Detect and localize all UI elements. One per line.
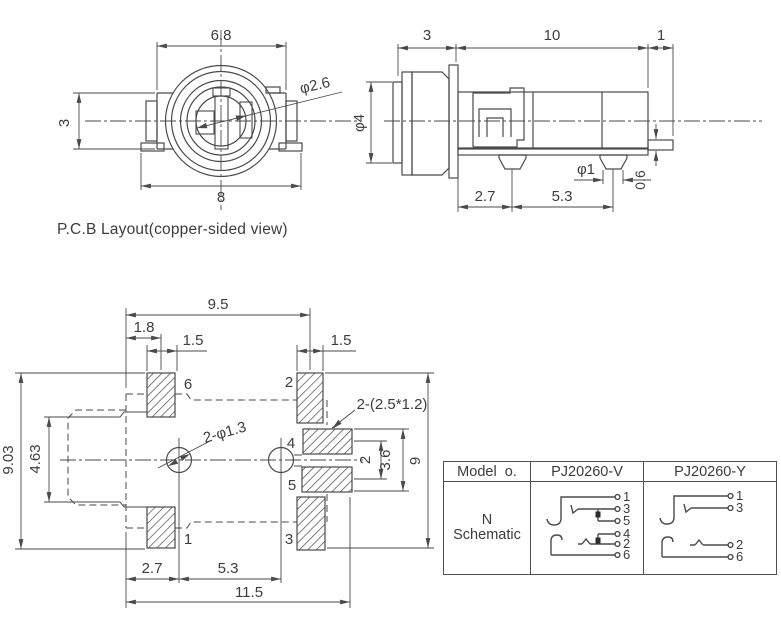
pad-label-6: 6	[184, 376, 192, 393]
pad-3	[296, 496, 326, 551]
side-leg-2	[599, 154, 628, 170]
y-pin-1: 1	[736, 488, 743, 503]
pad-label-1: 1	[184, 531, 192, 548]
side-dim-pin-spacing: 5.3	[552, 188, 573, 205]
pcb-shield-outline	[44, 411, 147, 508]
pcb-dim-left-offset: 1.8	[134, 319, 155, 336]
schematic-label-cell: N Schematic	[443, 481, 531, 575]
v-pin-5: 5	[623, 513, 630, 528]
pcb-hidden-outline	[67, 393, 328, 529]
pad-label-3: 3	[285, 531, 293, 548]
pad-label-5: 5	[288, 477, 296, 494]
side-dim-diameter: φ4	[351, 114, 368, 132]
front-view-contacts	[195, 87, 253, 150]
pad-2	[296, 372, 324, 424]
schematic-v-drawing: 1 3 5 4 2 6	[546, 489, 630, 562]
v-pin-4: 4	[623, 526, 630, 541]
pcb-pads	[146, 372, 353, 551]
pcb-dim-pad-right: 1.5	[331, 332, 352, 349]
y-pin-3: 3	[736, 500, 743, 515]
v-pin-3: 3	[623, 501, 630, 516]
schematic-v-cell: 1 3 5 4 2 6	[530, 481, 644, 575]
pcb-dim-slot-pitch: 2	[357, 456, 374, 464]
front-dim-height-left: 3	[56, 119, 73, 127]
pcb-dim-bottom-overall: 11.5	[235, 584, 263, 601]
model-header-cell: Model o.	[443, 461, 531, 482]
model-y-header-cell: PJ20260-Y	[643, 461, 777, 482]
front-top-notch	[265, 86, 281, 94]
front-dim-width-top: 6.8	[211, 27, 232, 44]
v-pin-2: 2	[623, 536, 630, 551]
y-pin-6: 6	[736, 549, 743, 564]
pcb-dim-top-width: 9.5	[208, 296, 229, 313]
side-view: 3 10 1 φ4 φ1 0.6 2.7 5.3	[351, 27, 762, 212]
schematic-y-cell: 1 3 2 6	[643, 481, 777, 575]
pad-4	[302, 428, 353, 455]
front-right-foot	[278, 142, 303, 152]
pcb-dim-bottom-mid: 5.3	[218, 560, 239, 577]
side-view-bushing	[392, 64, 459, 179]
schematic-label-line1: N	[481, 512, 493, 528]
pad-1	[146, 506, 176, 549]
model-table: Model o. PJ20260-V PJ20260-Y N Schematic	[443, 461, 777, 575]
pad-label-2: 2	[285, 374, 293, 391]
pcb-dim-right-height: 9	[407, 457, 424, 465]
front-centerlines	[85, 30, 357, 210]
side-right-pin	[647, 139, 674, 151]
side-dim-pin-right: 1	[657, 27, 665, 44]
pcb-dim-pad-left: 1.5	[183, 332, 204, 349]
pcb-dim-slot-span: 3.6	[377, 450, 394, 471]
front-dimensions	[73, 42, 343, 190]
front-dim-inner-diameter: φ2.6	[298, 74, 332, 97]
pcb-dim-height-overall: 9.03	[0, 445, 17, 474]
pad-label-4: 4	[287, 435, 295, 452]
front-view: 6.8 3 8 φ2.6	[56, 27, 357, 210]
front-dim-width-bottom: 8	[217, 189, 225, 206]
schematic-y-drawing: 1 3 2 6	[659, 488, 743, 564]
v-pin-6: 6	[623, 547, 630, 562]
pcb-note-slots: 2-(2.5*1.2)	[357, 396, 428, 413]
pcb-dim-bottom-left: 2.7	[142, 560, 163, 577]
model-v-header-cell: PJ20260-V	[530, 461, 644, 482]
pcb-note-holes: 2-φ1.3	[201, 418, 248, 446]
pcb-dimensions	[15, 308, 434, 608]
schematic-row: N Schematic	[443, 481, 777, 575]
side-dim-pin-thickness: 0.6	[632, 170, 648, 190]
side-dim-pin1-offset: 2.7	[475, 188, 496, 205]
model-table-header-row: Model o. PJ20260-V PJ20260-Y	[443, 461, 777, 482]
pcb-layout-caption: P.C.B Layout(copper-sided view)	[57, 221, 288, 238]
side-dim-front: 3	[423, 27, 431, 44]
y-pin-2: 2	[736, 537, 743, 552]
side-dim-pin-diameter: φ1	[577, 161, 595, 178]
pad-6	[146, 372, 176, 418]
side-dimensions	[366, 44, 674, 212]
pcb-layout-view: 9.5 1.8 1.5 1.5 9.03 4.63 2-φ1.3 2-(2.5*…	[0, 296, 434, 608]
pad-5	[301, 466, 353, 493]
side-dim-body: 10	[544, 27, 561, 44]
schematic-label-line2: Schematic	[453, 527, 521, 543]
v-pin-1: 1	[623, 489, 630, 504]
side-leg-1	[498, 154, 527, 170]
pcb-dim-height-inner: 4.63	[27, 444, 44, 473]
front-left-foot	[140, 142, 165, 152]
